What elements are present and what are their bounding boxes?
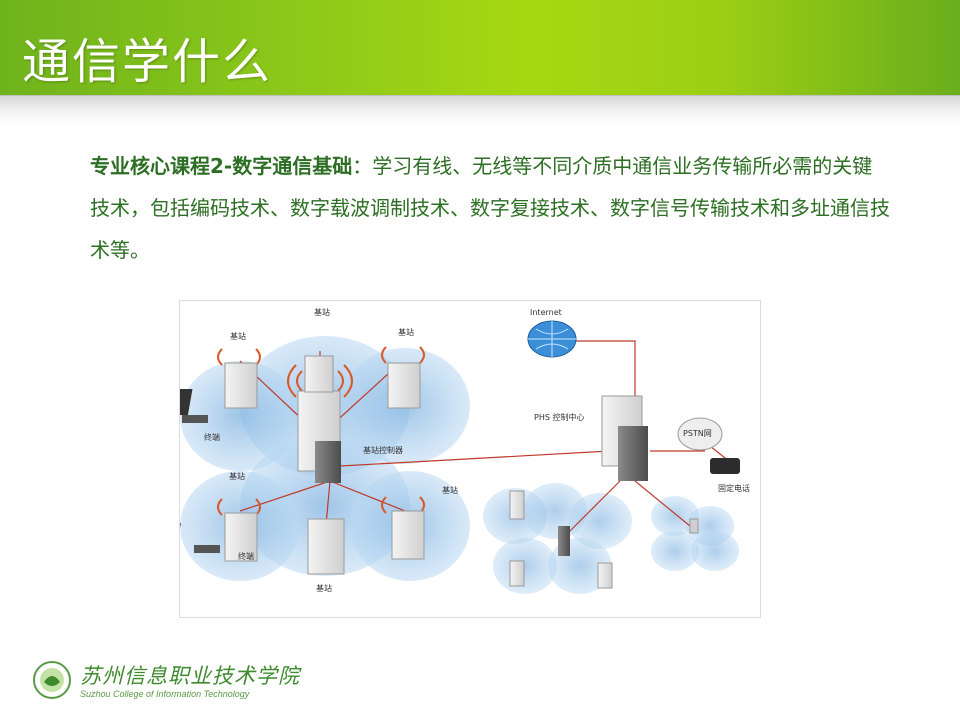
link-internet-phs [565,340,636,396]
label-pstn: PSTN网 [683,429,712,438]
course-description: 学习有线、无线等不同介质中通信业务传输所必需的关键技术，包括编码技术、数字载波调… [90,154,890,262]
label-phs-center: PHS 控制中心 [534,412,584,422]
building-base-right [387,362,421,409]
course-separator: ： [352,154,373,178]
label-base-bottom: 基站 [316,583,332,593]
label-controller: 基站控制器 [363,445,403,455]
title-bar: 通信学什么 [0,0,960,105]
link-ctrl-phs [339,450,611,467]
building-base-bottom [307,518,345,575]
label-fixed-phone: 固定电话 [718,483,750,493]
tower-central-top [304,355,334,393]
link-phs-cells [564,480,621,537]
link-ctrl-base-br [329,480,406,512]
controller-rack [315,441,341,483]
course-name: 专业核心课程2-数字通信基础 [90,154,353,178]
phone-icon [710,458,740,474]
slide-title: 通信学什么 [22,34,273,90]
small-cell-4 [493,538,557,594]
building-base-br [391,510,425,560]
label-base-br: 基站 [442,485,458,495]
label-terminal-bottom: 终端 [238,551,254,561]
school-logo-icon [33,661,71,699]
laptop-icon-top [180,389,193,415]
label-internet: Internet [530,308,562,317]
building-base-bl [224,512,258,562]
body-paragraph: 专业核心课程2-数字通信基础：学习有线、无线等不同介质中通信业务传输所必需的关键… [90,145,890,271]
school-name-en: Suzhou College of Information Technology [80,689,250,699]
base-station-buildings [224,355,699,589]
building-base-left [224,362,258,409]
network-diagram: 基站 基站 基站 终端 基站控制器 基站 基站 终端 基站 Internet P… [179,300,761,618]
small-cell-9 [691,531,739,571]
title-shadow [0,96,960,126]
link-phs-cells-2 [634,480,691,527]
signal-waves [217,346,425,516]
label-terminal-top: 终端 [204,432,220,442]
small-cell-8 [651,531,699,571]
school-name-cn: 苏州信息职业技术学院 [80,664,300,688]
devices [180,320,740,553]
small-cell-3 [568,493,632,549]
phs-rack [618,426,648,481]
label-base-left: 基站 [230,331,246,341]
label-base-right-top: 基站 [398,327,414,337]
network-diagram-svg: 基站 基站 基站 终端 基站控制器 基站 基站 终端 基站 Internet P… [180,307,750,594]
label-base-top: 基站 [314,307,330,317]
label-base-bl: 基站 [229,471,245,481]
link-ctrl-base-bl [239,480,331,512]
pstn-cloud-icon [677,417,723,451]
